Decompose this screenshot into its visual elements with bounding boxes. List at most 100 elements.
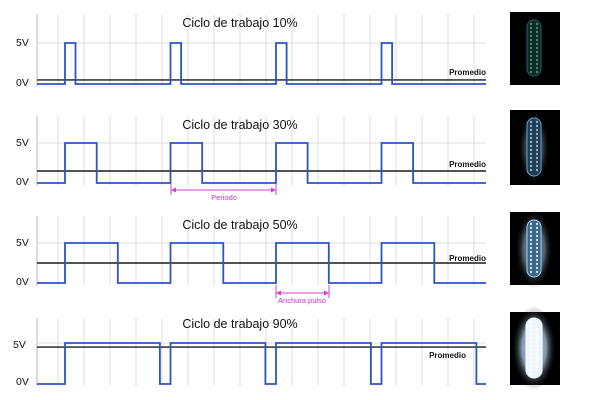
panel-duty-10: Ciclo de trabajo 10% 5V 0V Promedio	[16, 12, 560, 89]
led-dot	[535, 38, 539, 42]
led-dot	[529, 160, 533, 164]
led-dot	[535, 356, 539, 360]
led-dot	[529, 66, 533, 70]
pwm-signal	[37, 342, 486, 385]
led-dot	[535, 324, 539, 328]
average-label: Promedio	[449, 68, 486, 77]
pwm-signal	[37, 242, 486, 284]
pwm-signal	[37, 42, 486, 85]
panel-duty-30: Ciclo de trabajo 30% 5V 0V Promedio Peri…	[16, 110, 560, 202]
panel-grid	[36, 116, 486, 186]
led-dot	[535, 328, 539, 332]
led-dot	[529, 120, 533, 124]
led-dot	[529, 372, 533, 376]
led-dot	[529, 144, 533, 148]
average-label: Promedio	[449, 160, 486, 169]
led-dot	[535, 266, 539, 270]
led-dot	[529, 54, 533, 58]
led-dot	[529, 250, 533, 254]
pwm-signal	[37, 142, 486, 184]
panel-grid	[36, 14, 486, 86]
led-dot	[529, 128, 533, 132]
led-dot	[529, 246, 533, 250]
panel-duty-90: Ciclo de trabajo 90% 5V 0V Promedio	[13, 306, 560, 390]
led-dot	[529, 164, 533, 168]
led-dot	[535, 352, 539, 356]
led-dot	[529, 22, 533, 26]
high-level-label: 5V	[16, 137, 29, 149]
led-dot	[535, 234, 539, 238]
led-dot	[529, 62, 533, 66]
led-dot	[529, 344, 533, 348]
led-dot	[535, 156, 539, 160]
led-dot	[529, 124, 533, 128]
led-dot	[529, 238, 533, 242]
led-dot	[529, 266, 533, 270]
led-dot	[529, 242, 533, 246]
led-dot	[529, 352, 533, 356]
pulse-width-dimension: Anchura pulso	[275, 285, 330, 305]
led-dot	[529, 336, 533, 340]
led-dot	[529, 222, 533, 226]
led-dot	[535, 124, 539, 128]
led-dot	[535, 360, 539, 364]
led-dot	[535, 144, 539, 148]
led-dot	[535, 254, 539, 258]
led-dot	[535, 42, 539, 46]
led-dot	[535, 136, 539, 140]
average-label: Promedio	[449, 254, 486, 263]
period-dimension: Periodo	[170, 184, 277, 202]
average-label: Promedio	[429, 351, 466, 360]
led-dot	[535, 246, 539, 250]
led-dot	[535, 54, 539, 58]
led-dot	[535, 364, 539, 368]
led-dot	[535, 340, 539, 344]
led-dot	[535, 372, 539, 376]
led-dot	[529, 38, 533, 42]
led-dot	[535, 222, 539, 226]
led-dot	[535, 66, 539, 70]
led-dot	[529, 168, 533, 172]
led-dot	[529, 368, 533, 372]
led-dot	[535, 164, 539, 168]
panel-title: Ciclo de trabajo 50%	[182, 218, 297, 232]
led-dot	[529, 50, 533, 54]
led-dot	[535, 70, 539, 74]
led-dot	[535, 242, 539, 246]
led-dot	[529, 140, 533, 144]
led-dot	[535, 120, 539, 124]
led-dot	[535, 348, 539, 352]
low-level-label: 0V	[16, 77, 29, 89]
led-dot	[535, 30, 539, 34]
low-level-label: 0V	[16, 276, 29, 288]
led-dot	[529, 364, 533, 368]
led-dot	[529, 230, 533, 234]
panel-title: Ciclo de trabajo 10%	[182, 16, 297, 30]
led-dot	[529, 328, 533, 332]
led-dot	[535, 34, 539, 38]
led-dot	[535, 250, 539, 254]
led-dot	[529, 320, 533, 324]
led-dot	[529, 254, 533, 258]
led-dot	[529, 270, 533, 274]
led-dot	[535, 160, 539, 164]
led-strip-full-icon	[510, 306, 560, 390]
led-dot	[529, 156, 533, 160]
led-dot	[535, 26, 539, 30]
led-dot	[535, 152, 539, 156]
panel-duty-50: Ciclo de trabajo 50% 5V 0V Promedio Anch…	[16, 209, 560, 305]
led-dot	[529, 70, 533, 74]
panel-title: Ciclo de trabajo 90%	[182, 317, 297, 331]
led-dot	[529, 262, 533, 266]
led-dot	[529, 58, 533, 62]
led-strip-dim-icon	[510, 12, 560, 85]
led-dot	[529, 356, 533, 360]
led-dot	[535, 332, 539, 336]
led-dot	[529, 136, 533, 140]
led-dot	[535, 22, 539, 26]
led-dot	[535, 58, 539, 62]
led-dot	[535, 148, 539, 152]
led-dot	[535, 270, 539, 274]
led-dot	[535, 230, 539, 234]
